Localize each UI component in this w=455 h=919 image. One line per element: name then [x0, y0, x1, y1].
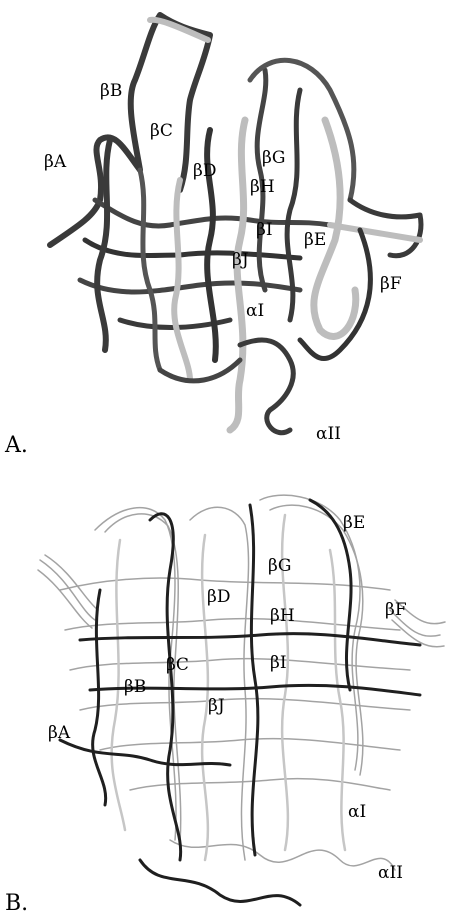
panel-b-ribbon-diagram: βA βB βC βD βE βF βG βH βI βJ αI αII B. — [0, 460, 455, 919]
panel-a-letter: A. — [4, 433, 28, 458]
label-beta-h: βH — [250, 177, 275, 197]
label-alpha-i: αI — [348, 802, 366, 822]
label-beta-f: βF — [380, 274, 402, 294]
panel-a-protein-backbone: βB βA βC βD βE βF βG βH βI βJ αI αII A. — [0, 0, 455, 460]
label-beta-e: βE — [304, 230, 326, 250]
label-beta-c: βC — [166, 655, 189, 675]
label-alpha-ii: αII — [316, 424, 341, 444]
label-beta-j: βJ — [232, 250, 249, 270]
panel-b-letter: B. — [5, 891, 28, 916]
label-beta-d: βD — [193, 161, 216, 181]
label-beta-h: βH — [270, 606, 295, 626]
panel-b-superposition: βA βB βC βD βE βF βG βH βI βJ αI αII B. — [0, 460, 455, 919]
label-beta-i: βI — [270, 653, 287, 673]
label-beta-i: βI — [256, 220, 273, 240]
label-beta-e: βE — [343, 513, 365, 533]
label-alpha-ii: αII — [378, 863, 403, 883]
label-beta-b: βB — [124, 677, 146, 697]
label-beta-g: βG — [268, 556, 291, 576]
label-beta-g: βG — [262, 148, 285, 168]
label-beta-a: βA — [48, 723, 71, 743]
label-beta-d: βD — [207, 587, 230, 607]
panel-b-labels: βA βB βC βD βE βF βG βH βI βJ αI αII — [48, 513, 407, 883]
label-beta-b: βA — [44, 152, 67, 172]
label-beta-a: βB — [100, 81, 122, 101]
panel-a-ribbon-diagram: βB βA βC βD βE βF βG βH βI βJ αI αII A. — [0, 0, 455, 460]
panel-a-ribbons — [50, 15, 421, 433]
label-alpha-i: αI — [246, 301, 264, 321]
label-beta-f: βF — [385, 600, 407, 620]
panel-b-ribbons — [38, 495, 445, 905]
label-beta-c: βC — [150, 121, 173, 141]
label-beta-j: βJ — [208, 696, 225, 716]
